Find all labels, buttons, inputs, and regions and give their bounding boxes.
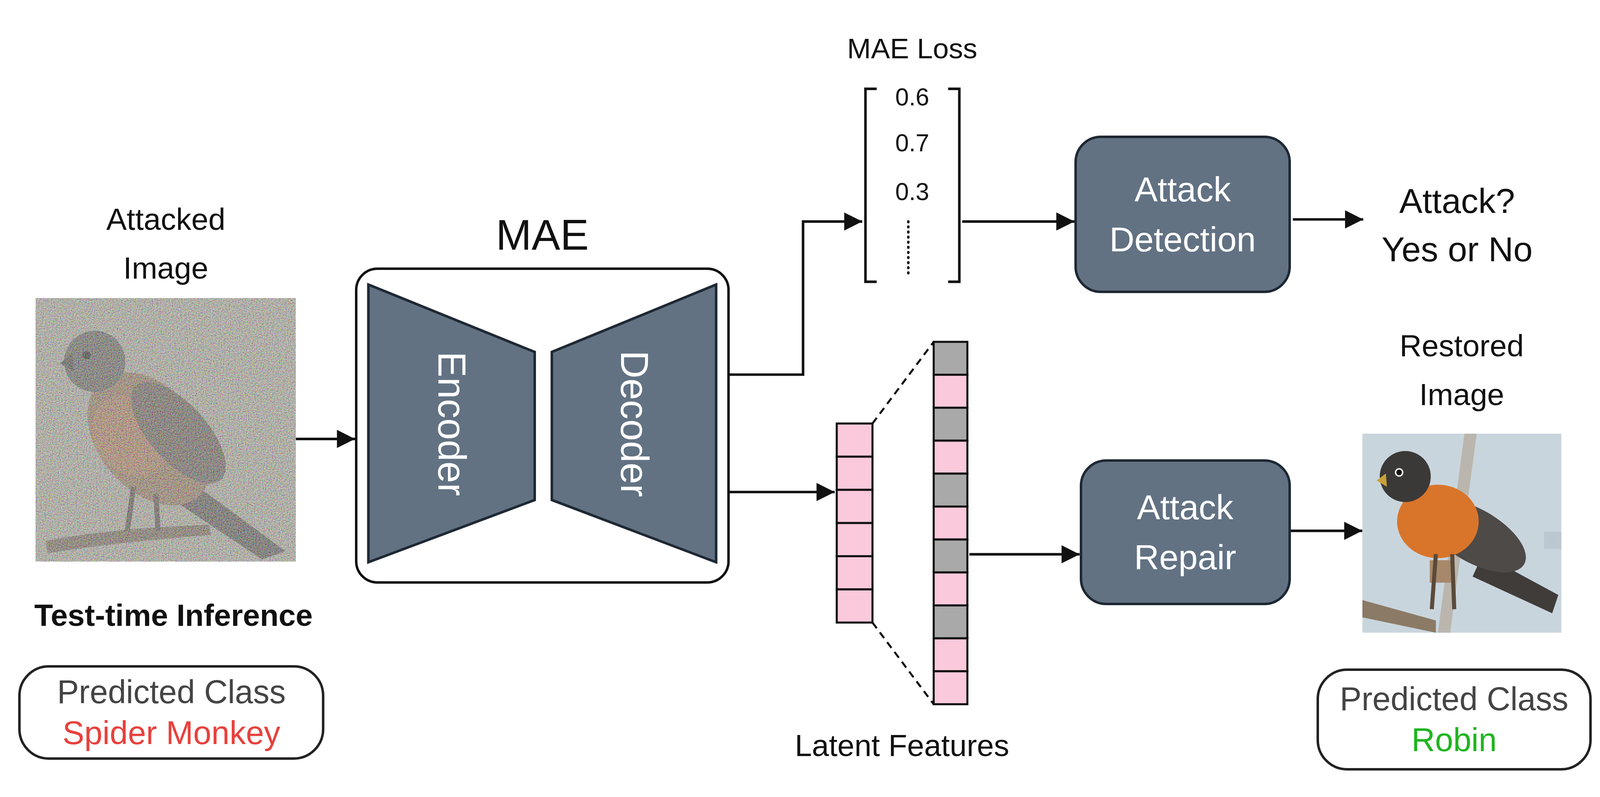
- latent-art: [834, 339, 970, 707]
- flow-arrow: [969, 552, 1080, 556]
- stage-caption: Test-time Inference: [34, 596, 313, 635]
- output-image: Restored Image: [1362, 433, 1562, 633]
- image-heading: Restored Image: [1385, 321, 1539, 420]
- flow-arrow: [295, 437, 355, 441]
- predicted-class: Spider Monkey: [62, 712, 281, 754]
- prediction-box: Predicted ClassRobin: [1316, 668, 1593, 771]
- loss-value: 0.6: [895, 81, 929, 113]
- block-label: Decoder: [609, 350, 659, 497]
- result-arrow: [1292, 218, 1364, 221]
- loss-value: 0.3: [895, 176, 929, 208]
- prediction-heading: Predicted Class: [57, 671, 286, 713]
- mae-block: MAEEncoderDecoder: [354, 267, 730, 584]
- input-image: Attacked Image: [35, 297, 296, 562]
- process-box: Attack Detection: [1074, 135, 1291, 293]
- flow-arrow: [729, 221, 863, 375]
- prediction-box: Predicted ClassSpider Monkey: [18, 664, 325, 760]
- vector-caption: Latent Features: [794, 726, 1010, 765]
- loss-vector: MAE Loss0.60.70.3: [862, 86, 963, 284]
- block-heading: MAE: [495, 208, 589, 262]
- flow-arrow: [729, 490, 835, 493]
- loss-value: 0.7: [895, 127, 929, 159]
- decoder-trapezoid: Decoder: [550, 283, 718, 564]
- image-heading: Attacked Image: [89, 195, 243, 293]
- predicted-class: Robin: [1411, 719, 1497, 761]
- prediction-heading: Predicted Class: [1339, 678, 1569, 720]
- process-label: Attack Repair: [1100, 482, 1270, 583]
- process-box: Attack Repair: [1079, 459, 1291, 605]
- latent-vector: Latent Features: [834, 339, 970, 707]
- flow-arrow: [1290, 529, 1363, 532]
- encoder-trapezoid: Encoder: [367, 283, 536, 564]
- restored-art: [1362, 433, 1562, 633]
- block-label: Encoder: [427, 351, 476, 496]
- flow-arrow: [962, 220, 1075, 223]
- detection-output: Attack? Yes or No: [1375, 176, 1539, 274]
- process-label: Attack Detection: [1095, 164, 1271, 265]
- vector-heading: MAE Loss: [847, 30, 978, 67]
- attacked-art: [35, 297, 296, 562]
